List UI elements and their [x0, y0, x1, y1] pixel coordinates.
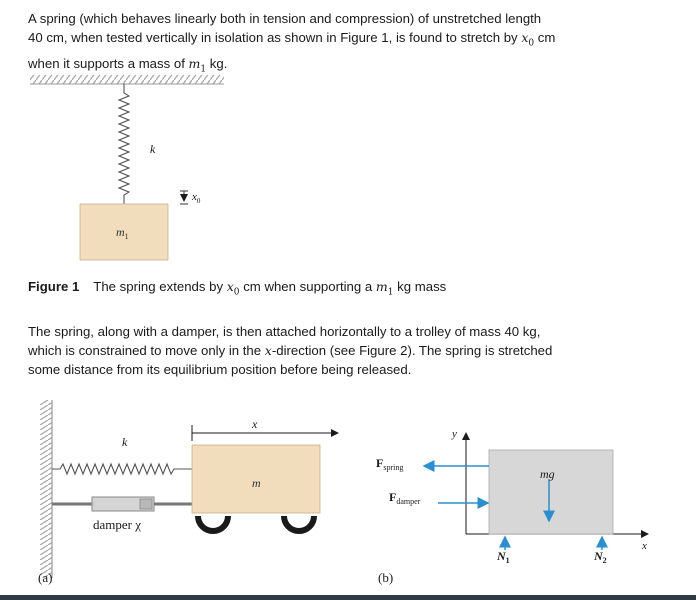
- trolley-body: [191, 444, 321, 514]
- caption-title: Figure 1: [28, 279, 80, 294]
- n1-label: N1: [496, 549, 510, 565]
- vertical-spring: [117, 84, 131, 204]
- ext-x0-label: x0: [191, 191, 201, 205]
- figure-2a: k damper χ m x (a): [38, 400, 339, 585]
- damper-label: damper χ: [93, 517, 141, 532]
- bottom-rule: [0, 595, 696, 600]
- wheel-right: [281, 515, 317, 534]
- ceiling-hatch: [30, 75, 224, 84]
- spring-k-label: k: [150, 142, 156, 156]
- figure-2b: y x Fspring Fdamper mg N1 N2 (b): [376, 428, 649, 585]
- mass-block-m1: [79, 203, 169, 261]
- intro-line-1: A spring (which behaves linearly both in…: [28, 11, 542, 26]
- intro-line-3: when it supports a mass of m1 kg.: [28, 55, 228, 75]
- para-2: The spring, along with a damper, is then…: [28, 322, 668, 379]
- damper-piston: [139, 498, 153, 510]
- weight-label: mg: [540, 467, 555, 481]
- y-axis-label: y: [451, 428, 457, 440]
- wall-hatch: [40, 400, 52, 578]
- m1-symbol: m1: [188, 55, 207, 75]
- x0-symbol: x0: [521, 30, 535, 49]
- figure-1: k m1 x0: [30, 75, 224, 261]
- mass-m1-label: m1: [116, 225, 129, 241]
- spring-k-label-2: k: [122, 435, 128, 449]
- f-spring-label: Fspring: [376, 456, 403, 472]
- horizontal-spring: [52, 462, 192, 476]
- x-axis-label: x: [641, 540, 647, 552]
- wheel-left: [195, 515, 231, 534]
- x-displacement-label: x: [251, 417, 258, 431]
- f-damper-label: Fdamper: [389, 490, 421, 506]
- panel-a-label: (a): [38, 570, 52, 585]
- para2-line-2: which is constrained to move only in the…: [28, 343, 553, 358]
- n2-label: N2: [593, 549, 607, 565]
- trolley-m-label: m: [252, 476, 261, 490]
- intro-line-2: 40 cm, when tested vertically in isolati…: [28, 30, 556, 49]
- intro-paragraph: A spring (which behaves linearly both in…: [28, 9, 668, 79]
- para2-line-1: The spring, along with a damper, is then…: [28, 324, 541, 339]
- para2-line-3: some distance from its equilibrium posit…: [28, 362, 412, 377]
- free-body-box: [488, 449, 614, 535]
- panel-b-label: (b): [378, 570, 393, 585]
